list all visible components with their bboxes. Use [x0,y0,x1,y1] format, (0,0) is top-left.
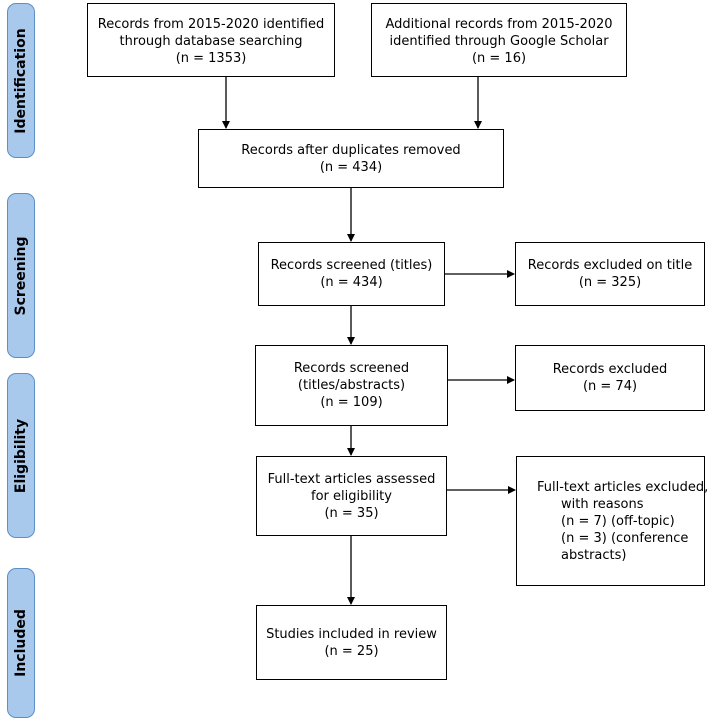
box-fulltext-assessed: Full-text articles assessed for eligibil… [256,456,447,536]
box-scholar-records: Additional records from 2015-2020 identi… [371,3,627,77]
box-screened-abstracts-line: Records screened [293,361,410,376]
box-screened-titles-count: (n = 434) [320,275,383,290]
box-duplicates-removed-line: Records after duplicates removed [241,142,461,158]
box-records-excluded: Records excluded (n = 74) [515,345,705,411]
box-screened-titles-line: Records screened (titles) [270,258,433,273]
box-fulltext-excluded-reason: (n = 3) (conference [561,530,689,546]
box-fulltext-assessed-line: for eligibility [311,488,392,504]
box-excluded-on-title-line: Records excluded on title [527,258,693,273]
box-fulltext-excluded: Full-text articles excluded, with reason… [516,456,709,586]
box-excluded-on-title-count: (n = 325) [578,275,642,290]
box-database-records-count: (n = 1353) [175,51,247,66]
box-records-excluded-count: (n = 74) [582,379,638,394]
box-excluded-on-title: Records excluded on title (n = 325) [515,242,705,306]
box-duplicates-removed-count: (n = 434) [319,159,383,175]
phase-eligibility: Eligibility [7,373,35,538]
box-studies-included-count: (n = 25) [324,643,379,659]
box-fulltext-assessed-count: (n = 35) [324,505,379,521]
box-database-records-line: through database searching [119,34,303,49]
phase-included: Included [7,568,35,718]
box-records-excluded-line: Records excluded [552,362,668,377]
box-scholar-records-line: identified through Google Scholar [389,34,609,49]
box-screened-abstracts-line: (titles/abstracts) [297,378,406,393]
box-studies-included: Studies included in review (n = 25) [256,605,447,680]
box-screened-titles: Records screened (titles) (n = 434) [258,242,445,306]
box-scholar-records-line: Additional records from 2015-2020 [385,17,613,32]
box-screened-abstracts: Records screened (titles/abstracts) (n =… [255,345,448,426]
box-fulltext-excluded-reason: (n = 7) (off-topic) [561,513,675,529]
box-fulltext-excluded-reason: abstracts) [561,547,627,563]
box-duplicates-removed: Records after duplicates removed (n = 43… [198,129,504,188]
phase-screening: Screening [7,193,35,358]
box-fulltext-excluded-line: with reasons [561,496,644,512]
box-fulltext-excluded-line: Full-text articles excluded, [537,479,709,495]
box-database-records: Records from 2015-2020 identified throug… [87,3,335,77]
box-screened-abstracts-count: (n = 109) [320,395,383,410]
box-scholar-records-count: (n = 16) [471,51,527,66]
box-database-records-line: Records from 2015-2020 identified [97,17,325,32]
box-fulltext-assessed-line: Full-text articles assessed [267,471,436,487]
box-studies-included-line: Studies included in review [266,626,437,642]
phase-identification: Identification [7,3,35,158]
